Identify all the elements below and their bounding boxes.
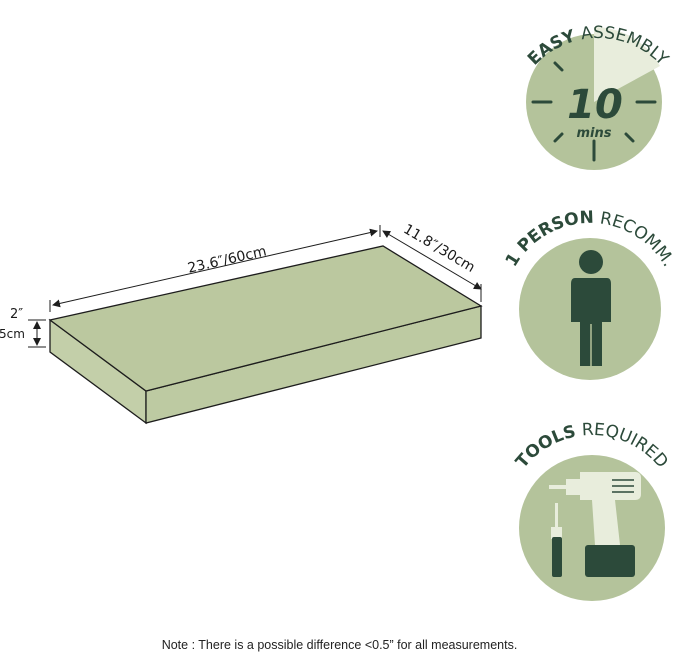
height-inch-label: 2″ [10, 307, 23, 322]
drill-screwdriver-icon [549, 472, 641, 577]
assembly-time-unit: mins [577, 126, 612, 141]
person-icon [571, 250, 611, 366]
tools-required-badge: TOOLS REQUIRED [512, 420, 672, 601]
measurement-note: Note : There is a possible difference <0… [161, 638, 518, 652]
height-dimension: 2″ 5cm [0, 307, 46, 348]
assembly-time-number: 10 [567, 82, 623, 128]
easy-assembly-badge: 10 mins EASY ASSEMBLY [524, 23, 673, 170]
one-person-badge: 1 PERSON RECOMM. [502, 208, 678, 380]
shelf-illustration: 23.6″/60cm 11.8″/30cm 2″ 5cm [0, 221, 483, 425]
height-cm-label: 5cm [0, 327, 25, 341]
length-label: 23.6″/60cm [186, 243, 268, 276]
